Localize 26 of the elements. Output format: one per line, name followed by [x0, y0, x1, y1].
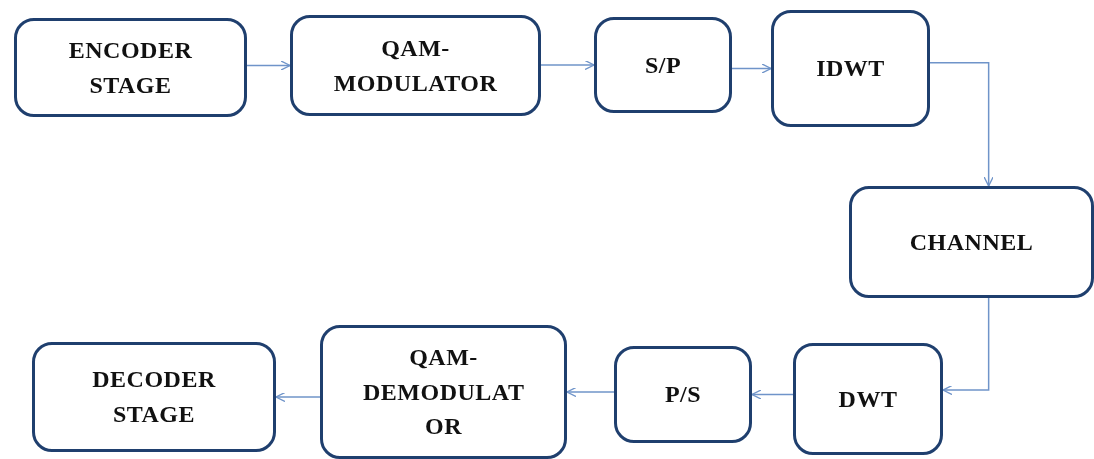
box-label: DECODER STAGE: [92, 365, 216, 429]
box-label: QAM- DEMODULAT OR: [363, 342, 524, 442]
process-box: [849, 186, 1094, 298]
process-box: [594, 17, 732, 113]
arrow: [731, 63, 772, 74]
box-label: DWT: [838, 384, 898, 414]
box-label: S/P: [644, 50, 682, 80]
box-label: IDWT: [816, 54, 885, 84]
process-box: [320, 325, 567, 459]
process-box: [793, 343, 943, 455]
arrow: [942, 297, 990, 396]
arrow: [540, 59, 595, 71]
process-box: [614, 346, 752, 443]
box-label: ENCODER STAGE: [68, 35, 193, 100]
process-box: [771, 10, 930, 127]
box-label: P/S: [664, 380, 702, 410]
process-box: [290, 15, 541, 116]
arrow: [566, 386, 615, 398]
box-label: CHANNEL: [909, 227, 1034, 257]
box-label: QAM- MODULATOR: [333, 33, 498, 98]
process-box: [14, 18, 247, 117]
process-box: [32, 342, 276, 452]
arrow: [929, 61, 994, 187]
arrow: [246, 60, 291, 71]
arrow: [275, 391, 321, 403]
arrow: [751, 389, 794, 400]
